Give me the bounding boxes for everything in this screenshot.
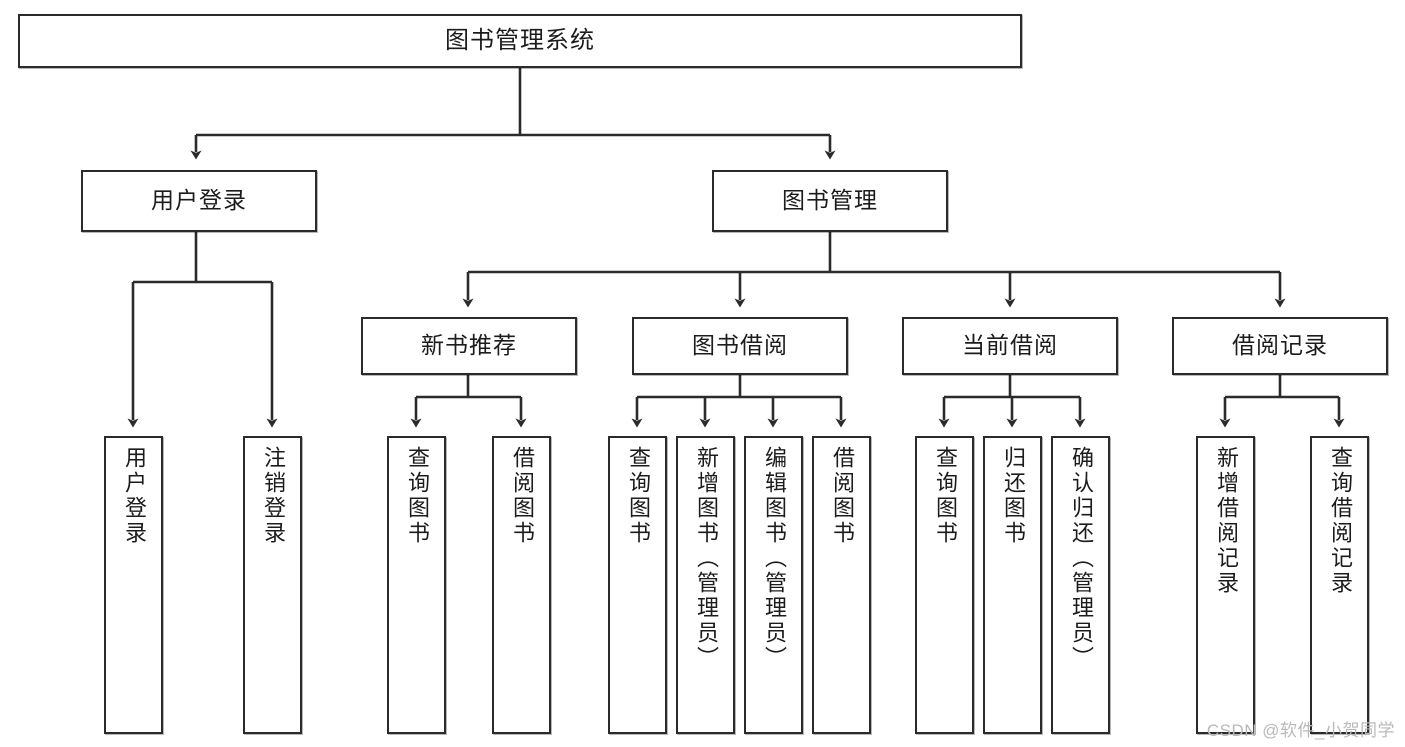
node-label: 借阅记录 <box>1232 332 1328 359</box>
leaf-add-book-admin[interactable]: 新增图书（管理员） <box>676 436 735 734</box>
leaf-borrow-book-recommend[interactable]: 借阅图书 <box>492 436 551 734</box>
node-user-login[interactable]: 用户登录 <box>81 170 317 232</box>
node-label: 借阅图书 <box>509 446 535 546</box>
node-label: 查询借阅记录 <box>1327 446 1353 596</box>
node-book-borrow[interactable]: 图书借阅 <box>632 317 848 375</box>
leaf-query-book-recommend[interactable]: 查询图书 <box>387 436 446 734</box>
leaf-return-book[interactable]: 归还图书 <box>983 436 1042 734</box>
node-label: 图书借阅 <box>692 332 788 359</box>
node-label: 当前借阅 <box>962 332 1058 359</box>
node-label: 用户登录 <box>151 187 247 214</box>
node-current-borrow[interactable]: 当前借阅 <box>902 317 1118 375</box>
node-book-management[interactable]: 图书管理 <box>712 170 948 232</box>
leaf-query-book-borrow[interactable]: 查询图书 <box>608 436 667 734</box>
node-label: 查询图书 <box>404 446 430 546</box>
leaf-borrow-book[interactable]: 借阅图书 <box>812 436 871 734</box>
leaf-confirm-return-admin[interactable]: 确认归还（管理员） <box>1051 436 1110 734</box>
node-new-book-recommend[interactable]: 新书推荐 <box>361 317 577 375</box>
node-label: 查询图书 <box>932 446 958 546</box>
node-label: 图书管理 <box>782 187 878 214</box>
node-label: 图书管理系统 <box>445 26 595 54</box>
leaf-user-login[interactable]: 用户登录 <box>104 436 163 734</box>
node-label: 借阅图书 <box>829 446 855 546</box>
node-label: 归还图书 <box>1000 446 1026 546</box>
leaf-logout-login[interactable]: 注销登录 <box>243 436 302 734</box>
leaf-add-borrow-record[interactable]: 新增借阅记录 <box>1196 436 1255 734</box>
node-label: 编辑图书（管理员） <box>761 446 787 671</box>
leaf-query-book-current[interactable]: 查询图书 <box>915 436 974 734</box>
node-label: 注销登录 <box>260 446 286 546</box>
node-label: 确认归还（管理员） <box>1068 446 1094 671</box>
leaf-edit-book-admin[interactable]: 编辑图书（管理员） <box>744 436 803 734</box>
leaf-query-borrow-record[interactable]: 查询借阅记录 <box>1310 436 1369 734</box>
node-root-book-management-system[interactable]: 图书管理系统 <box>18 14 1022 68</box>
node-label: 查询图书 <box>625 446 651 546</box>
node-label: 用户登录 <box>121 446 147 546</box>
node-borrow-record[interactable]: 借阅记录 <box>1172 317 1388 375</box>
node-label: 新书推荐 <box>421 332 517 359</box>
csdn-watermark: CSDN @软件_小贺同学 <box>1206 721 1395 740</box>
node-label: 新增借阅记录 <box>1213 446 1239 596</box>
node-label: 新增图书（管理员） <box>693 446 719 671</box>
